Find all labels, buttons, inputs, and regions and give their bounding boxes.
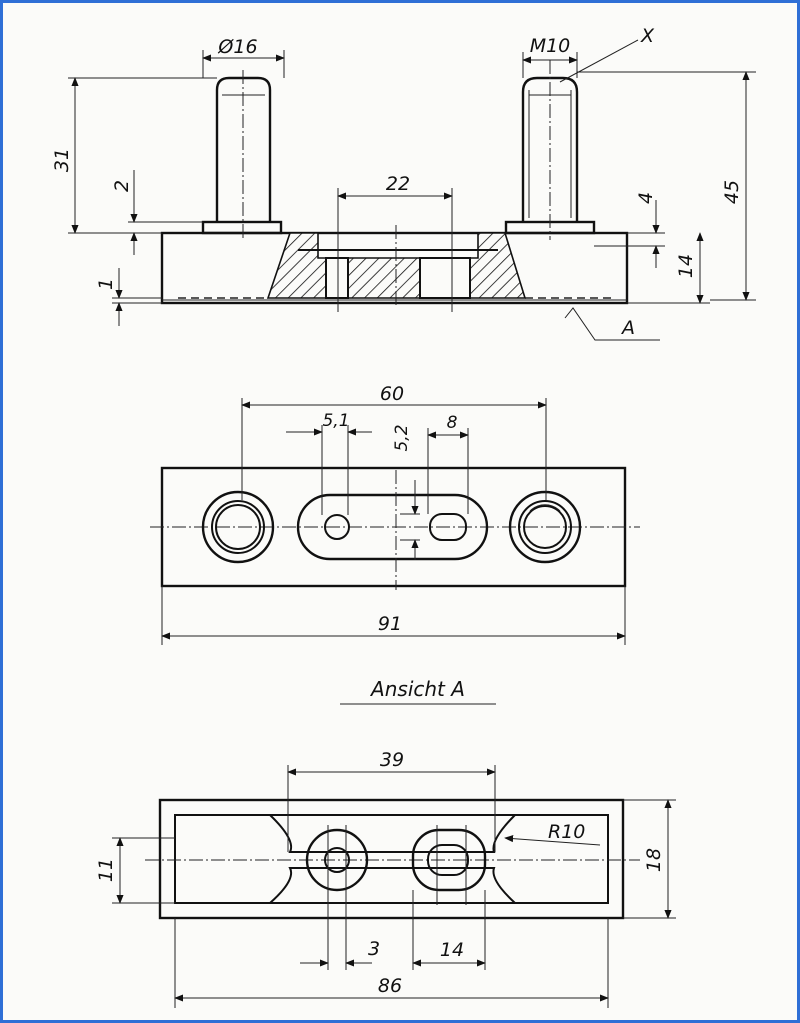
dim-45: 45 (721, 180, 743, 204)
slot-hole-oblong (429, 513, 467, 541)
dim-14: 14 (675, 254, 697, 278)
dim-3: 3 (368, 938, 380, 960)
dim-22: 22 (386, 173, 410, 195)
left-boss-outer (201, 490, 275, 564)
dim-thread: M10 (530, 35, 571, 57)
dim-91: 91 (378, 613, 402, 635)
bottom-plate-inner (174, 814, 609, 904)
bottom-hole-right-inner (427, 844, 469, 876)
dim-18: 18 (643, 848, 665, 872)
dim-pin-diameter: Ø16 (217, 36, 257, 58)
callout-x: X (640, 25, 655, 47)
bottom-view: 39 R10 11 18 3 14 86 (95, 749, 676, 1008)
bottom-hole-right-outer (411, 828, 487, 892)
dim-8: 8 (447, 413, 458, 433)
bottom-hole-left-inner (324, 847, 350, 873)
dim-step-2: 2 (111, 180, 133, 192)
dim-gap-1: 1 (95, 278, 117, 290)
dim-height-31: 31 (51, 148, 73, 172)
dim-5-1: 5,1 (322, 411, 349, 431)
dim-39: 39 (380, 749, 404, 771)
hatch-left (266, 232, 327, 299)
left-pin-collar (201, 220, 283, 235)
bottom-plate-outer (158, 798, 625, 920)
right-boss-outer (508, 490, 582, 564)
slot-hole-small (324, 514, 350, 540)
ansicht-a-title: Ansicht A (369, 677, 465, 701)
dim-r10: R10 (548, 821, 585, 843)
plan-view: 60 5,1 5,2 8 91 (150, 383, 640, 645)
dim-4: 4 (635, 192, 657, 204)
hatch-center (347, 257, 421, 299)
dim-11: 11 (95, 858, 117, 882)
dim-14-bottom: 14 (440, 939, 464, 961)
dim-60: 60 (380, 383, 404, 405)
bottom-hole-left-outer (305, 828, 369, 892)
base-plate (160, 231, 629, 305)
dim-86: 86 (378, 975, 402, 997)
view-title: Ansicht A (340, 677, 496, 705)
center-slot (296, 493, 489, 561)
view-marker-a: A (620, 317, 635, 339)
hatch-right (469, 232, 527, 299)
front-view: Ø16 M10 X 31 2 1 22 4 (51, 25, 756, 341)
dim-5-2: 5,2 (392, 424, 412, 451)
